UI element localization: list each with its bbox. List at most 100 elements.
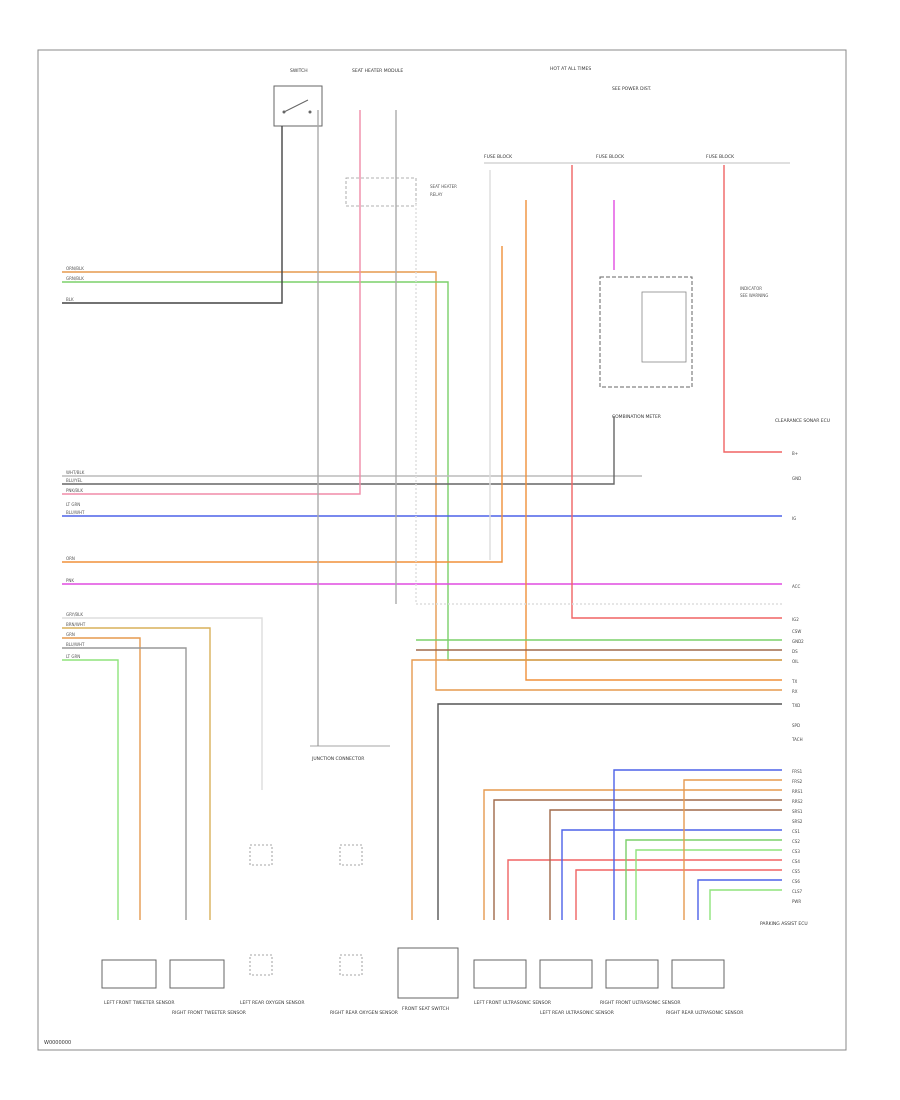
- left-wire-label: LT GRN: [66, 654, 80, 659]
- seat-heater-connector: [345, 177, 417, 207]
- left-wire-label: GRN: [66, 632, 75, 637]
- wire-orn-blk: [62, 271, 782, 691]
- bottom-components: LEFT FRONT TWEETER SENSOR RIGHT FRONT TW…: [101, 947, 743, 1016]
- wire-us-3: [507, 859, 782, 920]
- right-pin-label: TX: [791, 679, 797, 684]
- wire-light-lower: [62, 617, 263, 790]
- wire-us-11: [697, 879, 782, 920]
- wire-yellow: [62, 627, 211, 920]
- right-pin-label: ACC: [792, 584, 800, 589]
- right-pin-label: TXD: [791, 703, 800, 708]
- relay-left-bottom: [249, 954, 273, 976]
- seat-heater-note: SEAT HEATER: [430, 184, 457, 189]
- left-wire-label: GRY/BLK: [66, 612, 83, 617]
- front-seat-switch-box: [397, 947, 459, 999]
- parking-assist-ecu-label: PARKING ASSIST ECU: [760, 921, 808, 927]
- left-wire-label: BLU/YEL: [66, 478, 83, 483]
- left-front-ultrasonic-label: LEFT FRONT ULTRASONIC SENSOR: [474, 1000, 551, 1006]
- wire-orn-lower: [62, 637, 141, 920]
- wire-blk: [62, 126, 283, 304]
- wire-us-7: [613, 769, 782, 920]
- left-wire-label: LT GRN: [66, 502, 80, 507]
- wire-us-5: [561, 829, 782, 920]
- hot-at-all-times-label: HOT AT ALL TIMES: [550, 66, 591, 72]
- left-wire-label: PNK: [66, 578, 74, 583]
- right-pin-label: TACH: [791, 737, 803, 742]
- left-rear-oxygen-label: LEFT REAR OXYGEN SENSOR: [240, 1000, 304, 1006]
- right-rear-oxygen-label: RIGHT REAR OXYGEN SENSOR: [330, 1010, 398, 1016]
- right-pin-label: CS2: [792, 839, 800, 844]
- wire-us-9: [635, 849, 782, 920]
- right-pin-label: CS6: [792, 879, 800, 884]
- switch-label: SWITCH: [290, 68, 308, 74]
- hot-at-all-times-note: SEE POWER DIST.: [612, 86, 651, 92]
- relay-right-bottom: [339, 954, 363, 976]
- left-front-ultrasonic-box: [473, 959, 527, 989]
- left-wire-label: GRN/BLK: [66, 276, 84, 281]
- right-pin-label: FRS1: [792, 769, 803, 774]
- left-wire-label: ORN/BLK: [66, 266, 84, 271]
- indicator-note: INDICATOR: [740, 286, 762, 291]
- fuse-block-2-label: FUSE BLOCK: [596, 154, 625, 160]
- relay-left: [249, 844, 273, 866]
- right-pin-label: SPD: [792, 723, 800, 728]
- diagram-border: [37, 49, 847, 1051]
- fuse-block-1-label: FUSE BLOCK: [484, 154, 513, 160]
- junction-connector: JUNCTION CONNECTOR: [310, 745, 390, 762]
- right-pin-label: FRS2: [792, 779, 803, 784]
- right-rear-ultrasonic-box: [671, 959, 725, 989]
- right-pin-label: IG: [792, 516, 796, 521]
- wire-dashed: [415, 200, 782, 605]
- right-pin-label: GND2: [792, 639, 804, 644]
- right-pin-label: RRS2: [792, 799, 803, 804]
- right-front-sensor-label: RIGHT FRONT TWEETER SENSOR: [172, 1010, 246, 1016]
- clearance-sonar-ecu-label: CLEARANCE SONAR ECU: [775, 418, 830, 424]
- wire-us-12: [709, 889, 782, 920]
- left-wire-label: PNK/BLK: [66, 488, 83, 493]
- right-pin-label: PWR: [792, 899, 801, 904]
- left-wire-label: ORN: [66, 556, 75, 561]
- combination-meter-inner: [641, 291, 687, 363]
- wires: [62, 110, 782, 920]
- wire-orn: [62, 246, 503, 563]
- left-rear-ultrasonic-box: [539, 959, 593, 989]
- indicator-note-2: SEE WARNING: [740, 293, 768, 298]
- right-pin-label: RRS1: [792, 789, 803, 794]
- figure-reference: W0000000: [44, 1040, 71, 1046]
- wire-gry: [62, 416, 615, 485]
- right-pin-label: GND: [792, 476, 801, 481]
- left-wire-label: BLK: [66, 297, 74, 302]
- left-wire-label: BLU/WHT: [66, 642, 85, 647]
- combination-meter-label: COMBINATION METER: [612, 414, 661, 420]
- right-pin-label: CLS7: [792, 889, 803, 894]
- wire-red-right: [571, 165, 782, 619]
- right-pin-label: OIL: [792, 659, 799, 664]
- wire-grn-lower: [62, 659, 119, 920]
- right-pin-labels: B+ GND IG ACC IG2 CSW GND2 DS OIL TX RX …: [791, 451, 804, 904]
- left-wire-label: BLU/WHT: [66, 510, 85, 515]
- right-pin-label: SRS1: [792, 809, 803, 814]
- fuse-block-3-label: FUSE BLOCK: [706, 154, 735, 160]
- right-front-ultrasonic-box: [605, 959, 659, 989]
- right-pin-label: CS1: [792, 829, 800, 834]
- seat-heater-module-label: SEAT HEATER MODULE: [352, 68, 403, 74]
- relay-right: [339, 844, 363, 866]
- wire-us-10: [683, 779, 782, 920]
- wire-red-fuse3: [723, 165, 782, 453]
- right-pin-label: SRS2: [792, 819, 803, 824]
- wire-pnk-blk: [62, 110, 361, 495]
- right-pin-label: RX: [792, 689, 798, 694]
- left-wire-label: BRN/WHT: [66, 622, 86, 627]
- right-pin-label: DS: [792, 649, 798, 654]
- wire-us-8: [625, 839, 782, 920]
- right-front-ultrasonic-label: RIGHT FRONT ULTRASONIC SENSOR: [600, 1000, 681, 1006]
- wire-us-2: [493, 799, 782, 920]
- right-pin-label: CSW: [792, 629, 801, 634]
- right-pin-label: IG2: [792, 617, 799, 622]
- right-pin-label: B+: [792, 451, 798, 456]
- right-rear-ultrasonic-label: RIGHT REAR ULTRASONIC SENSOR: [666, 1010, 743, 1016]
- switch-top-left: SWITCH: [273, 68, 323, 127]
- wire-orn-fuse: [525, 200, 782, 681]
- wire-blk-seat: [437, 703, 782, 920]
